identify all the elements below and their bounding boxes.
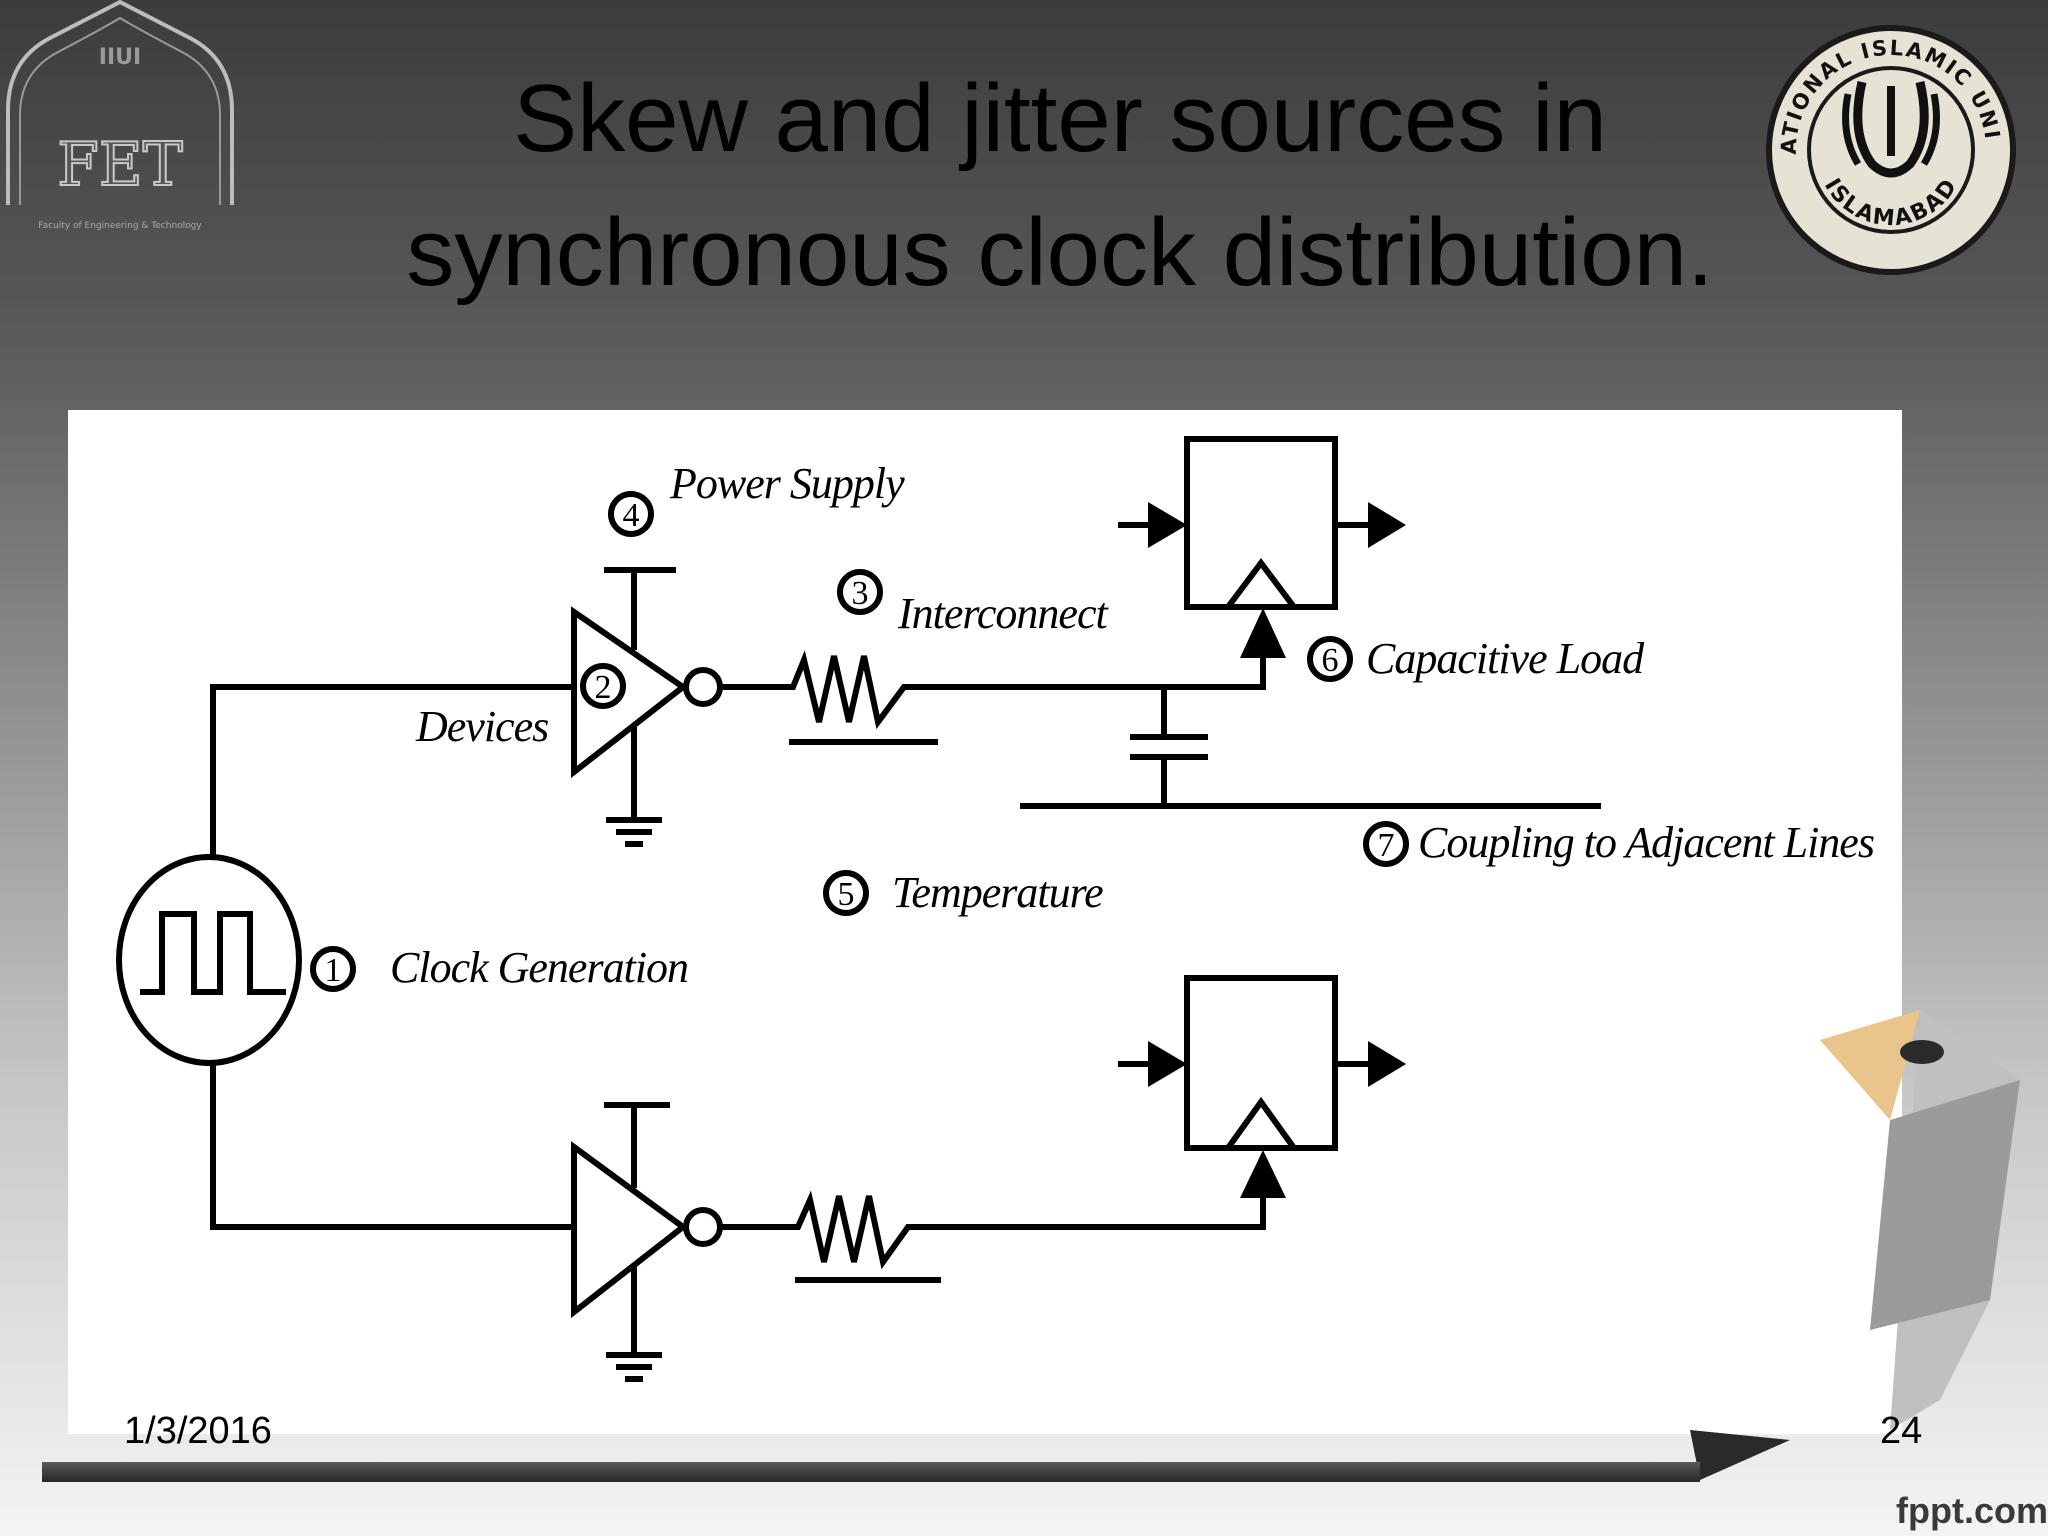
fet-caption: Faculty of Engineering & Technology [38, 221, 202, 231]
marker-devices: 2 [595, 669, 612, 706]
marker-capacitive-load: 6 [1322, 642, 1339, 679]
marker-power-supply: 4 [623, 497, 640, 534]
clock-distribution-diagram: 4 3 2 6 7 5 1 Power Supply Interconnect … [68, 410, 1902, 1434]
pencil-decoration [1690, 1010, 2020, 1480]
label-interconnect: Interconnect [897, 589, 1109, 638]
fppt-watermark: fppt.com [1896, 1490, 2048, 1531]
upper-buffer-triangle [571, 606, 689, 779]
label-coupling: Coupling to Adjacent Lines [1418, 818, 1874, 867]
slide-date: 1/3/2016 [124, 1410, 272, 1452]
title-line-2: synchronous clock distribution. [406, 199, 1714, 306]
label-devices: Devices [415, 702, 548, 751]
circuit-schematic: 4 3 2 6 7 5 1 Power Supply Interconnect … [116, 436, 1875, 1434]
label-capacitive-load: Capacitive Load [1366, 634, 1645, 683]
marker-coupling: 7 [1378, 827, 1395, 864]
marker-temperature: 5 [838, 876, 855, 913]
marker-clock-generation: 1 [325, 952, 342, 989]
slide-page-number: 24 [1880, 1410, 1923, 1452]
lower-buffer-triangle [571, 1141, 688, 1319]
university-seal: INTERNATIONAL ISLAMIC UNIVERSITY ISLAMAB… [1762, 24, 2016, 275]
label-power-supply: Power Supply [669, 459, 905, 508]
upper-clock-path [210, 436, 1601, 857]
fet-logo: IIUI FET Faculty of Engineering & Techno… [6, 0, 234, 231]
fet-monogram: IIUI [99, 45, 141, 70]
clock-generator [116, 854, 302, 1066]
title-line-1: Skew and jitter sources in [513, 65, 1607, 172]
fet-wordmark: FET [57, 130, 182, 200]
lower-buffer-bubble [683, 1207, 723, 1247]
lower-flip-flop [1184, 975, 1338, 1151]
label-clock-generation: Clock Generation [390, 943, 688, 992]
slide-title: Skew and jitter sources in synchronous c… [250, 52, 1870, 320]
lower-clock-path [210, 975, 1368, 1355]
label-temperature: Temperature [892, 868, 1103, 917]
marker-interconnect: 3 [852, 575, 869, 612]
footer-bar [42, 1462, 1700, 1482]
upper-buffer-bubble [683, 667, 723, 707]
upper-flip-flop [1184, 436, 1338, 610]
